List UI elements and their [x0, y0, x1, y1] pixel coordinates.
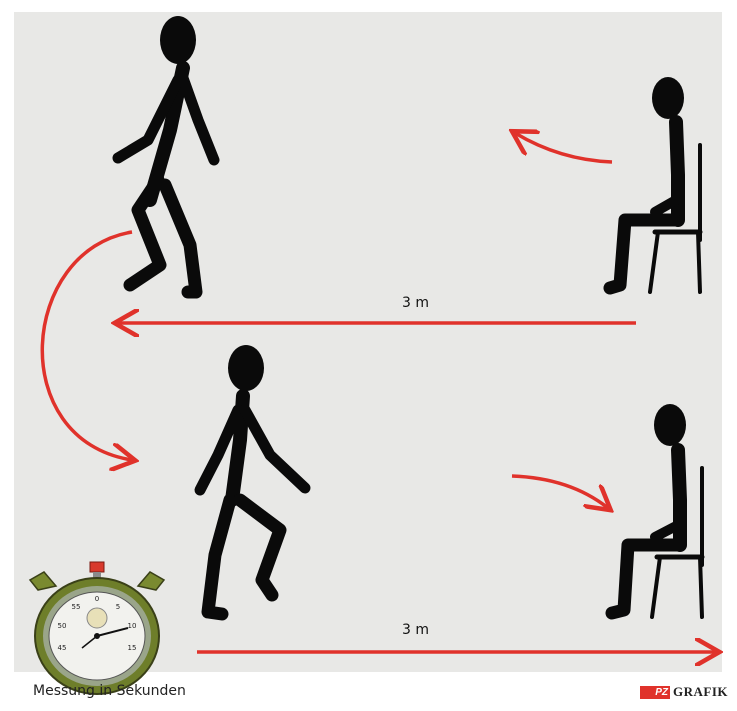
- stopwatch-tick: 45: [58, 644, 67, 652]
- stopwatch-tick: 50: [58, 622, 67, 630]
- stopwatch-tick: 15: [128, 644, 137, 652]
- stopwatch-icon: 55 0 5 50 10 45 15: [30, 562, 164, 694]
- stopwatch-tick: 55: [72, 603, 81, 611]
- stopwatch-tick: 0: [95, 595, 99, 603]
- stopwatch-tick: 10: [128, 622, 137, 630]
- distance-label-bottom: 3 m: [402, 622, 429, 638]
- caption-text: Messung in Sekunden: [33, 683, 186, 699]
- stopwatch-tick: 5: [116, 603, 120, 611]
- background-panel: [14, 12, 722, 672]
- distance-label-top: 3 m: [402, 295, 429, 311]
- brand-text: GRAFIK: [673, 684, 728, 700]
- brand-logo: PZ GRAFIK: [640, 684, 728, 700]
- brand-mark: PZ: [640, 686, 670, 699]
